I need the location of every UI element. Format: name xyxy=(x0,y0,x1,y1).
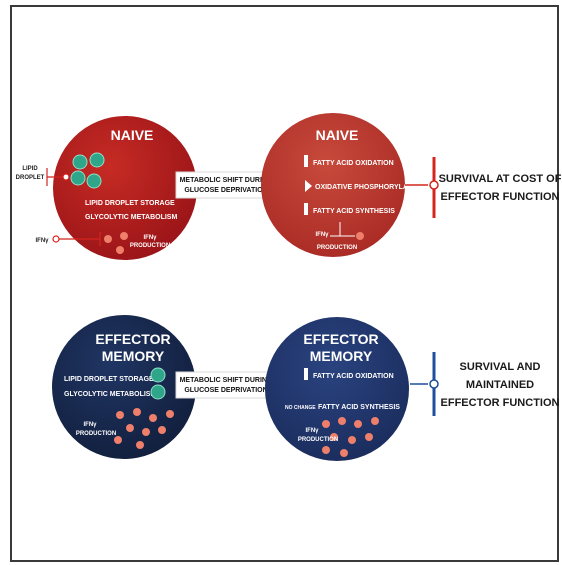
memory-left-line-2: GLYCOLYTIC METABOLISM xyxy=(64,391,156,398)
lipid-droplets xyxy=(70,152,105,189)
outcome-memory-line-1: SURVIVAL AND xyxy=(460,361,541,373)
arrow-bottom-line-2: GLUCOSE DEPRIVATION xyxy=(184,387,267,394)
fao-up-marker xyxy=(304,155,308,167)
memory-right-title-2: MEMORY xyxy=(310,348,373,364)
ifn-side-label: IFNγ xyxy=(35,238,49,244)
memory-right-ifn-2: PRODUCTION xyxy=(298,437,338,443)
memory-right-title-1: EFFECTOR xyxy=(303,331,378,347)
outcome-naive-line-2: EFFECTOR FUNCTION xyxy=(441,191,560,203)
ifn-connector-dot xyxy=(52,235,60,243)
memory-left-ifn-1: IFNγ xyxy=(83,422,97,428)
memory-cell-before xyxy=(52,315,196,459)
memory-cell-after xyxy=(265,317,409,461)
fas-up-marker xyxy=(304,203,308,215)
naive-right-item-1: FATTY ACID OXIDATION xyxy=(313,160,394,167)
memory-right-fas: FATTY ACID SYNTHESIS xyxy=(318,404,400,411)
naive-cell-before xyxy=(53,116,197,260)
lipid-droplet-label-2: DROPLET xyxy=(16,175,45,181)
ifn-particles xyxy=(114,408,174,449)
figure-frame xyxy=(10,5,559,562)
naive-right-ifn-2: PRODUCTION xyxy=(317,245,357,251)
outcome-memory-dot xyxy=(429,379,439,389)
memory-left-title-1: EFFECTOR xyxy=(95,331,170,347)
naive-cell-after xyxy=(261,113,405,257)
naive-left-title: NAIVE xyxy=(111,127,154,143)
memory-left-title-2: MEMORY xyxy=(102,348,165,364)
naive-left-ifn-2: PRODUCTION xyxy=(130,243,170,249)
naive-right-ifn-1: IFNγ xyxy=(315,232,329,238)
naive-right-item-3: FATTY ACID SYNTHESIS xyxy=(313,208,395,215)
lipid-connector-dot xyxy=(62,173,70,181)
memory-left-line-1: LIPID DROPLET STORAGE xyxy=(64,376,154,383)
oxphos-up-marker xyxy=(305,180,312,192)
naive-left-ifn-1: IFNγ xyxy=(143,235,157,241)
naive-right-item-2: OXIDATIVE PHOSPHORYLATION xyxy=(315,184,424,191)
naive-left-line-1: LIPID DROPLET STORAGE xyxy=(85,200,175,207)
ifn-particle xyxy=(356,232,364,240)
arrow-top-line-1: METABOLIC SHIFT DURING xyxy=(180,177,273,184)
fao-up-marker xyxy=(304,368,308,380)
lipid-droplets xyxy=(150,367,166,400)
memory-left-ifn-2: PRODUCTION xyxy=(76,431,116,437)
outcome-naive-line-1: SURVIVAL AT COST OF xyxy=(439,173,562,185)
outcome-naive-dot xyxy=(429,180,439,190)
memory-right-no-change: NO CHANGE xyxy=(285,405,316,411)
outcome-memory-line-3: EFFECTOR FUNCTION xyxy=(441,397,560,409)
naive-left-line-2: GLYCOLYTIC METABOLISM xyxy=(85,214,177,221)
arrow-top-line-2: GLUCOSE DEPRIVATION xyxy=(184,187,267,194)
ifn-particles xyxy=(322,417,379,457)
arrow-bottom-line-1: METABOLIC SHIFT DURING xyxy=(180,377,273,384)
memory-right-fao: FATTY ACID OXIDATION xyxy=(313,373,394,380)
outcome-memory-line-2: MAINTAINED xyxy=(466,379,534,391)
memory-right-ifn-1: IFNγ xyxy=(305,428,319,434)
ifn-particles xyxy=(104,232,128,254)
lipid-droplet-label-1: LIPID xyxy=(22,166,38,172)
naive-right-title: NAIVE xyxy=(316,127,359,143)
